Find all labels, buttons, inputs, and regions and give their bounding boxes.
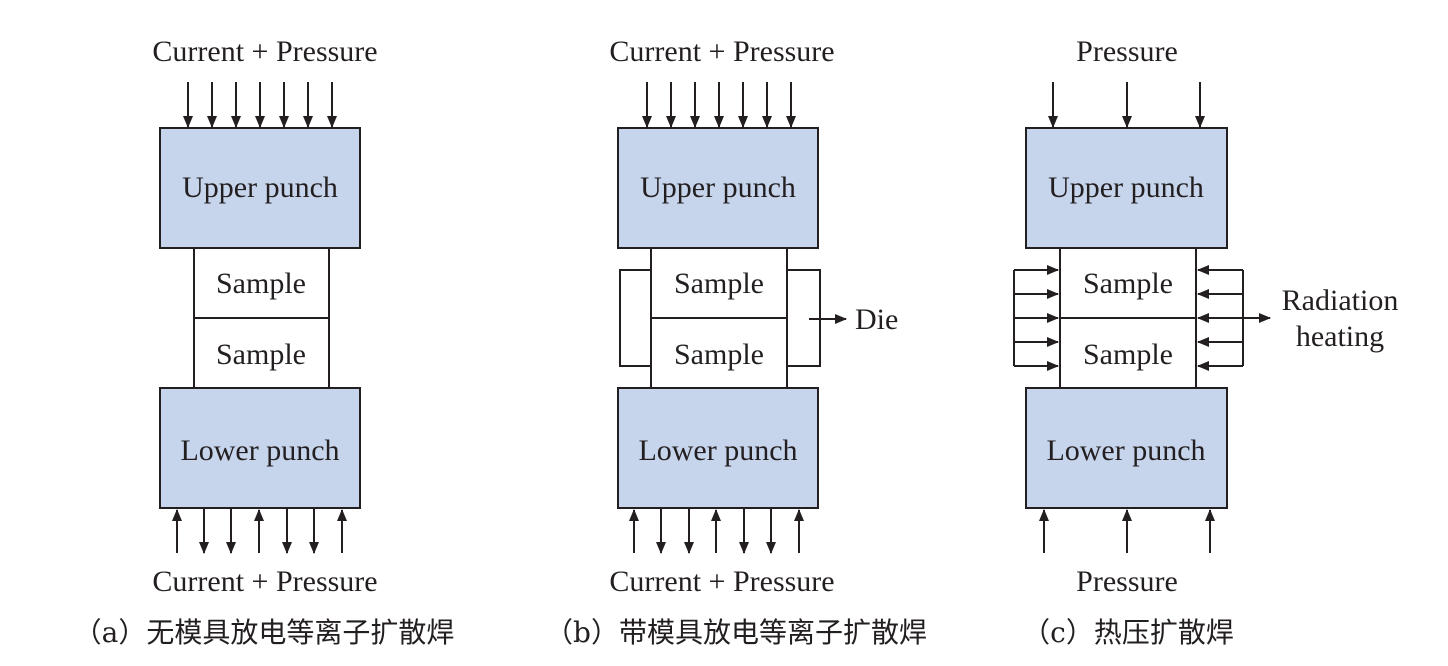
panel-c-radiation-label-line1: Radiation (1282, 284, 1399, 317)
panel-c-sample-top (1059, 247, 1197, 319)
panel-c-sample-top-label: Sample (1083, 267, 1173, 300)
panel-a-bottom-arrows (172, 509, 347, 554)
panel-b-die-label: Die (855, 303, 898, 336)
panel-c-upper-punch (1025, 127, 1228, 249)
panel-c-top-arrows (1048, 82, 1205, 128)
panel-b-top-label: Current + Pressure (609, 35, 834, 68)
panel-b-top-arrows (642, 82, 796, 128)
panel-a-top-arrows (183, 82, 337, 128)
panel-a-sample-bottom-label: Sample (216, 338, 306, 371)
panel-b-lower-punch (617, 387, 819, 509)
panel-a-lower-punch (159, 387, 361, 509)
panel-c-sample-bottom (1059, 317, 1197, 389)
panel-a-lower-punch-label: Lower punch (180, 434, 339, 467)
panel-c: Pressure Upper punch Sample Sample (1013, 35, 1399, 649)
panel-c-bottom-arrows (1039, 509, 1215, 553)
panel-b-upper-punch (617, 127, 819, 249)
panel-a: Current + Pressure Upper punch Sample Sa… (74, 35, 455, 649)
panel-b-sample-bottom-label: Sample (674, 338, 764, 371)
panel-a-sample-bottom (193, 317, 330, 389)
panel-b-sample-top-label: Sample (674, 267, 764, 300)
panel-c-caption: （c）热压扩散焊 (1022, 616, 1234, 649)
panel-b-caption: （b）带模具放电等离子扩散焊 (545, 616, 927, 649)
panel-c-lower-punch (1025, 387, 1228, 509)
panel-c-radiation-label-line2: heating (1296, 320, 1384, 353)
panel-a-top-label: Current + Pressure (152, 35, 377, 68)
panel-c-sample-bottom-label: Sample (1083, 338, 1173, 371)
panel-b-die-left (619, 269, 652, 367)
panel-c-bottom-label: Pressure (1076, 565, 1178, 598)
panel-c-left-radiation-arrows (1013, 265, 1059, 371)
panel-a-sample-top-label: Sample (216, 267, 306, 300)
panel-a-bottom-label: Current + Pressure (152, 565, 377, 598)
panel-b: Current + Pressure Upper punch Sample Sa… (545, 35, 927, 649)
panel-c-lower-punch-label: Lower punch (1046, 434, 1205, 467)
panel-c-upper-punch-label: Upper punch (1048, 171, 1204, 204)
panel-a-upper-punch-label: Upper punch (182, 171, 338, 204)
panel-a-sample-top (193, 247, 330, 319)
panel-b-bottom-arrows (629, 509, 804, 554)
panel-c-top-label: Pressure (1076, 35, 1178, 68)
panel-b-lower-punch-label: Lower punch (638, 434, 797, 467)
panel-b-bottom-label: Current + Pressure (609, 565, 834, 598)
panel-c-right-radiation-arrows (1197, 265, 1271, 371)
panel-a-caption: （a）无模具放电等离子扩散焊 (74, 616, 455, 649)
panel-b-upper-punch-label: Upper punch (640, 171, 796, 204)
